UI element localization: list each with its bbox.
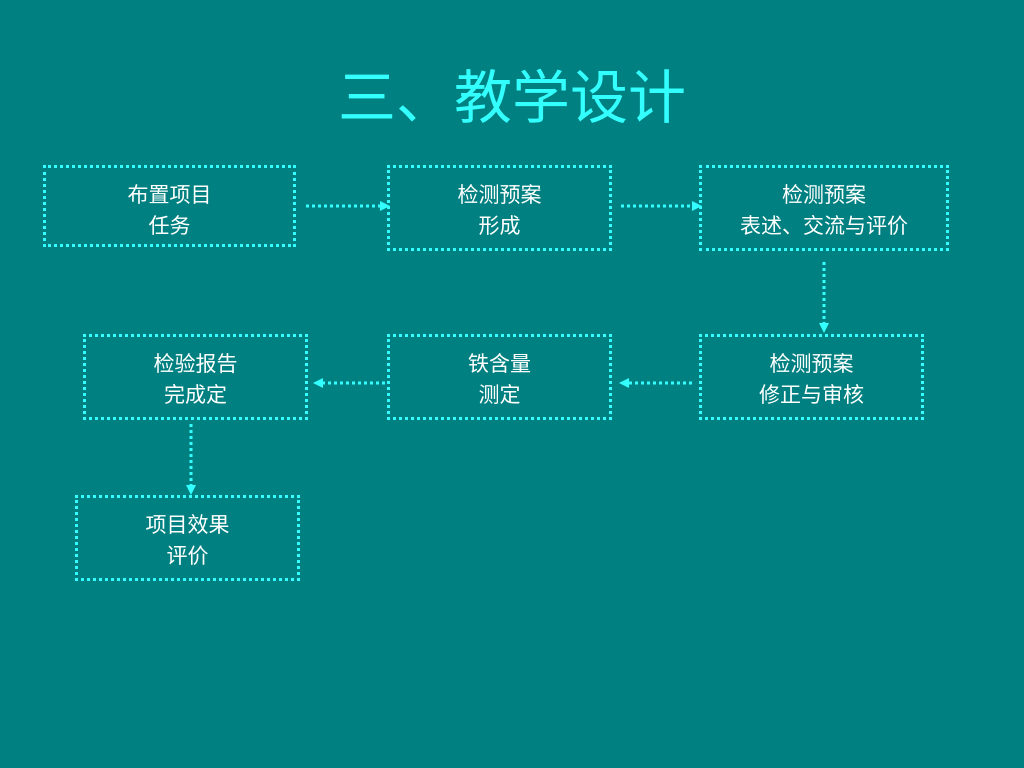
step-label-line1: 检验报告 <box>153 352 238 376</box>
step-label-line1: 铁含量 <box>468 352 531 376</box>
step-label-line1: 项目效果 <box>145 513 230 537</box>
step-label-line1: 检测预案 <box>769 352 854 376</box>
step-test-report: 检验报告 完成定 <box>83 334 308 420</box>
step-label-line1: 检测预案 <box>782 183 866 207</box>
step-label-line2: 修正与审核 <box>759 383 864 407</box>
step-label-line1: 检测预案 <box>457 183 542 207</box>
step-label-line2: 测定 <box>478 383 521 407</box>
arrowhead-6-to-7 <box>186 485 196 495</box>
step-plan-revision: 检测预案 修正与审核 <box>699 334 924 420</box>
step-label-line1: 布置项目 <box>127 183 212 207</box>
arrowhead-5-to-6 <box>313 378 323 388</box>
step-label-line2: 形成 <box>478 214 521 238</box>
arrowhead-2-to-3 <box>692 201 702 211</box>
arrowhead-4-to-5 <box>619 378 629 388</box>
arrowhead-3-to-4 <box>819 323 829 333</box>
step-label-line2: 表述、交流与评价 <box>740 214 908 238</box>
step-label-line2: 评价 <box>166 544 209 568</box>
step-label-line2: 任务 <box>148 214 191 238</box>
step-project-evaluation: 项目效果 评价 <box>75 495 300 581</box>
arrowhead-1-to-2 <box>380 201 390 211</box>
step-iron-measurement: 铁含量 测定 <box>387 334 612 420</box>
page-title: 三、教学设计 <box>337 64 686 132</box>
step-plan-presentation: 检测预案 表述、交流与评价 <box>699 165 949 251</box>
step-assign-task: 布置项目 任务 <box>43 165 296 247</box>
step-label-line2: 完成定 <box>164 383 227 407</box>
step-plan-formation: 检测预案 形成 <box>387 165 612 251</box>
